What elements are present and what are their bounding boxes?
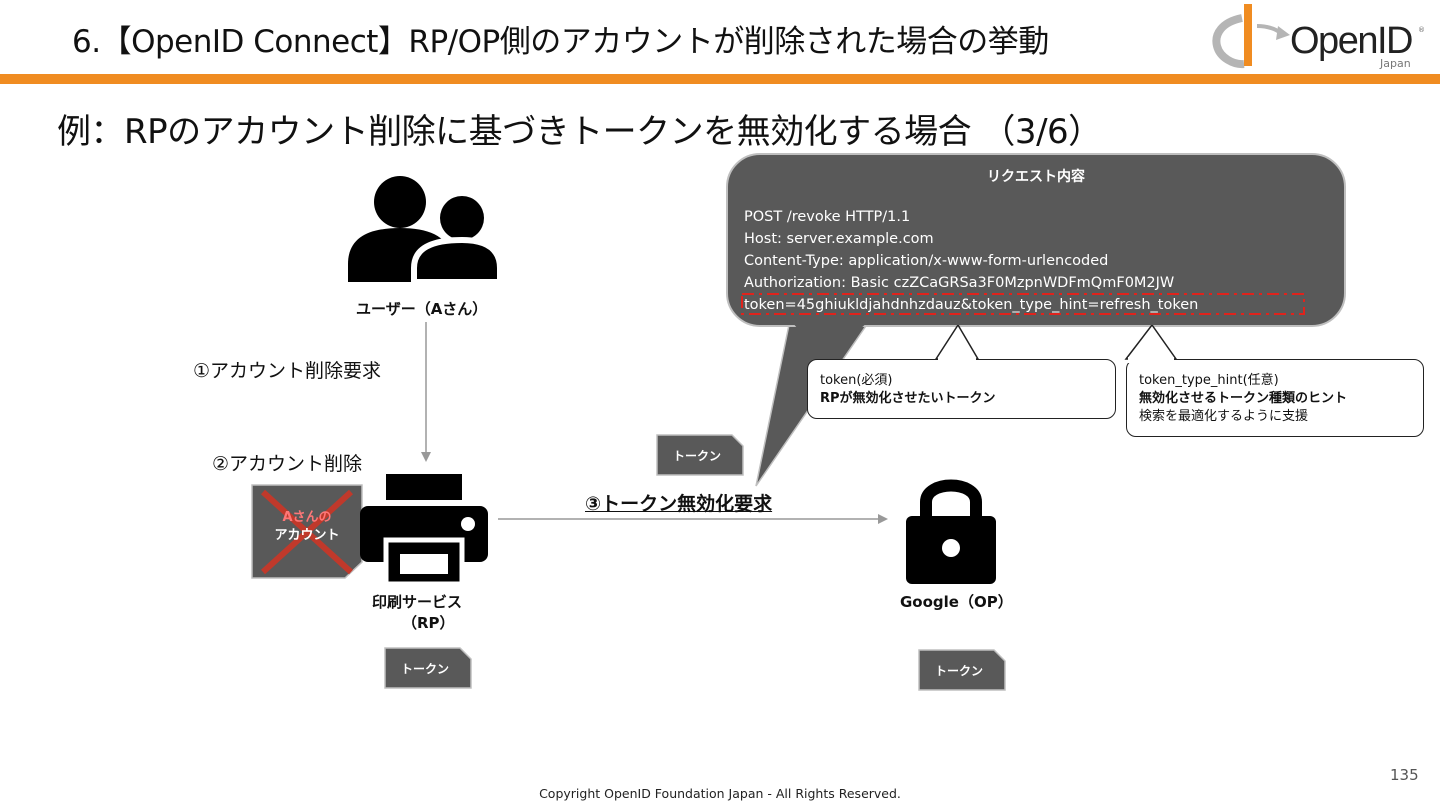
hint-callout-desc2: 検索を最適化するように支援 (1139, 409, 1309, 424)
rp-label-sub: （RP） (402, 614, 455, 632)
lock-icon (906, 479, 996, 584)
openid-logo-icon (1212, 4, 1290, 69)
token-card-shape (384, 647, 472, 689)
copyright: Copyright OpenID Foundation Japan - All … (539, 786, 901, 801)
pointer-join-cover (938, 357, 1174, 363)
logo-trademark: ® (1418, 26, 1425, 34)
token-callout-desc: RPが無効化させたいトークン (820, 391, 996, 406)
deleted-account-card (251, 484, 363, 579)
token-card-mid: トークン (672, 449, 721, 463)
hint-callout-pointer (1124, 325, 1178, 360)
token-card-op: トークン (934, 664, 983, 678)
logo-subtext: Japan (1380, 57, 1411, 70)
deleted-account-line2: アカウント (274, 528, 340, 543)
step1-label: ①アカウント削除要求 (193, 360, 382, 382)
request-line: Host: server.example.com (744, 231, 934, 247)
request-bubble (726, 153, 1346, 327)
token-callout: token(必須) RPが無効化させたいトークン (807, 359, 1116, 419)
page-number: 135 (1390, 766, 1419, 784)
token-callout-pointer (934, 325, 980, 360)
op-label: Google（OP） (900, 593, 1013, 611)
token-callout-title: token(必須) (820, 373, 893, 388)
bubble-tail-cover (792, 322, 868, 329)
token-param-highlight (741, 293, 1305, 315)
header-accent-bar (0, 74, 1440, 84)
request-title: リクエスト内容 (987, 169, 1085, 185)
request-line: POST /revoke HTTP/1.1 (744, 209, 911, 225)
printer-icon (360, 474, 488, 584)
right-arrow (498, 514, 888, 524)
deleted-account-line1: Aさんの (282, 510, 332, 525)
request-token-line: token=45ghiukldjahdnhzdauz&token_type_hi… (744, 297, 1199, 313)
logo-text: OpenID (1290, 20, 1413, 62)
users-icon (348, 176, 502, 284)
cross-line-b (260, 489, 354, 575)
request-line: Content-Type: application/x-www-form-url… (744, 253, 1109, 269)
hint-callout-title: token_type_hint(任意) (1139, 373, 1279, 388)
hint-callout-desc1: 無効化させるトークン種類のヒント (1139, 391, 1348, 406)
token-card-shape (918, 649, 1006, 691)
step3-label: ③トークン無効化要求 (585, 493, 773, 515)
slide-title: 6.【OpenID Connect】RP/OP側のアカウントが削除された場合の挙… (72, 24, 1049, 60)
rp-label: 印刷サービス (372, 593, 463, 611)
callout-pointers (934, 325, 1178, 360)
request-line: Authorization: Basic czZCaGRSa3F0MzpnWDF… (744, 275, 1175, 291)
step2-label: ②アカウント削除 (212, 453, 363, 475)
token-card-rp: トークン (400, 662, 449, 676)
hint-callout: token_type_hint(任意) 無効化させるトークン種類のヒント 検索を… (1126, 359, 1424, 437)
slide-subtitle: 例：RPのアカウント削除に基づきトークンを無効化する場合 （3/6） (57, 112, 1102, 152)
token-card-shape (656, 434, 744, 476)
user-label: ユーザー（Aさん） (356, 300, 488, 318)
down-arrow (421, 322, 431, 462)
